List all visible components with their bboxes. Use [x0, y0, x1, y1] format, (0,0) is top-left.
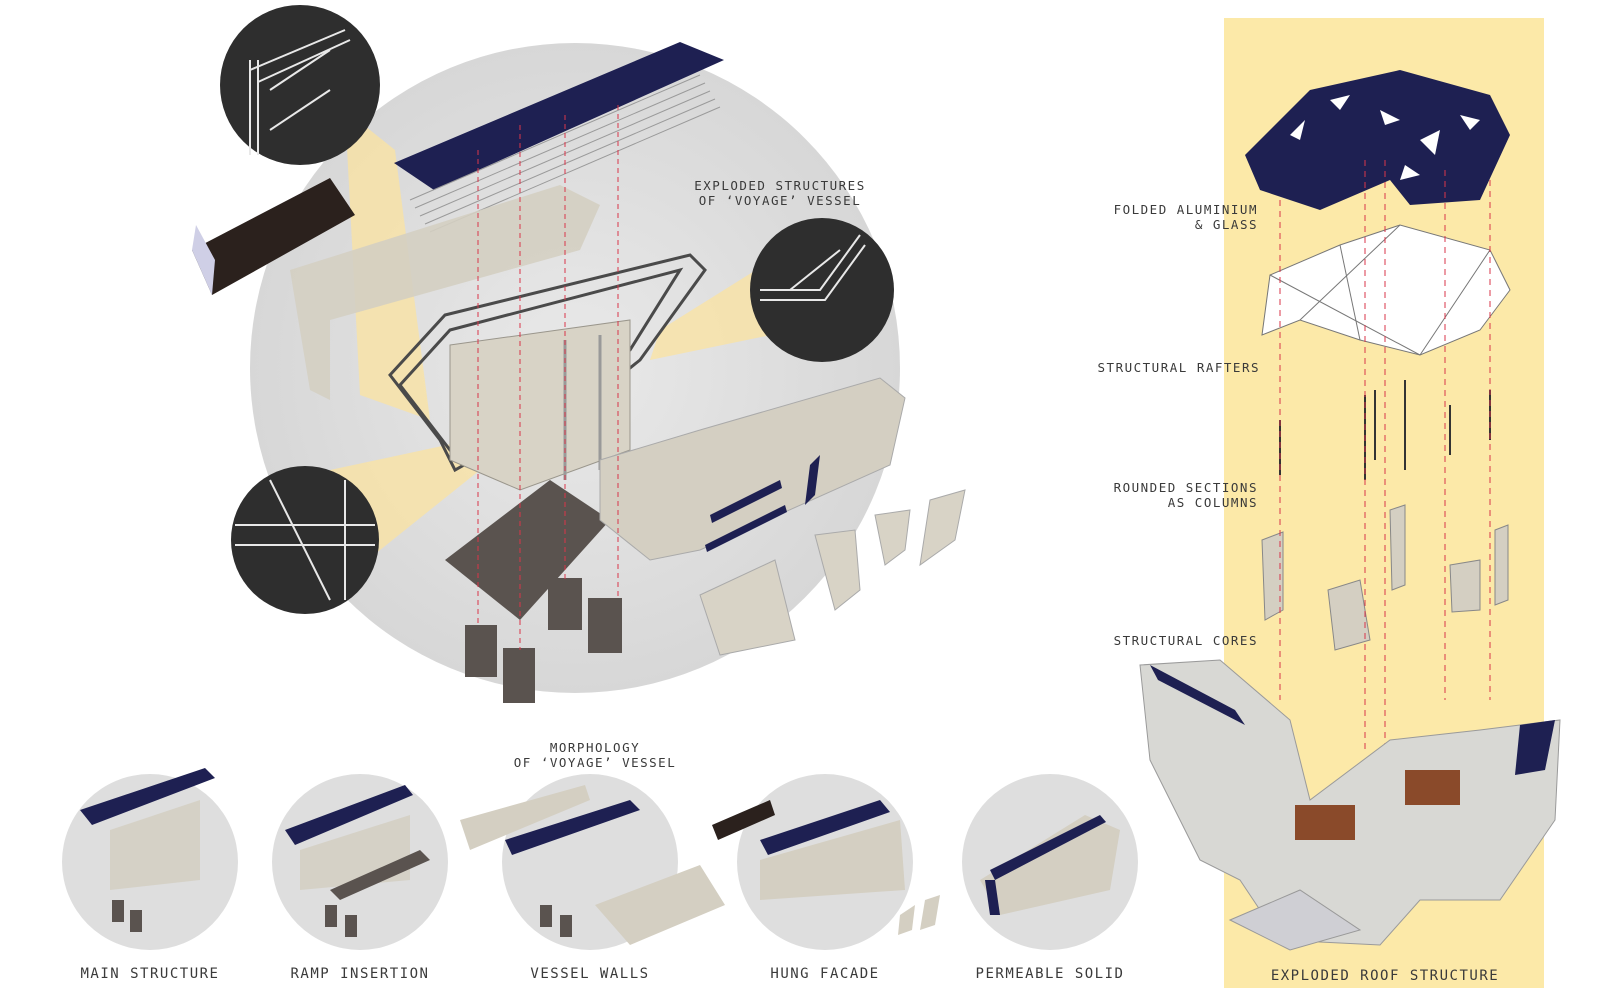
- wall-slot-2: [705, 505, 787, 552]
- structural-core-blocks: [465, 578, 622, 703]
- roof-folded-aluminium: [1245, 70, 1510, 210]
- panel-loose-2: [814, 529, 861, 611]
- truss-frame: [388, 253, 707, 473]
- platform-slab: [445, 480, 610, 620]
- roof-label-structural-rafters: STRUCTURAL RAFTERS: [1090, 360, 1260, 375]
- wall-slot-1: [710, 480, 782, 523]
- roof-glass-triangles: [1290, 95, 1480, 180]
- ramp-beam-glass: [192, 225, 215, 295]
- caption-vessel-walls: VESSEL WALLS: [530, 966, 650, 982]
- morphology-title-line1: MORPHOLOGY: [549, 740, 641, 755]
- roof-rafter-lines: [1269, 224, 1491, 356]
- roof-label-rounded-sections: ROUNDED SECTIONS AS COLUMNS: [1090, 480, 1258, 510]
- roof-label-folded-aluminium: FOLDED ALUMINIUM & GLASS: [1090, 202, 1258, 232]
- vessel-long-wall: [599, 377, 906, 561]
- morphology-title-line2: OF ‘VOYAGE’ VESSEL: [513, 755, 677, 770]
- ramp-beam: [192, 178, 355, 295]
- roof-axis-lines: [1279, 160, 1491, 750]
- axis-lines: [477, 105, 619, 650]
- wall-slot-3: [805, 455, 820, 505]
- caption-ramp-insertion: RAMP INSERTION: [290, 966, 430, 982]
- navy-roof-piece: [394, 42, 724, 190]
- morphology-title: MORPHOLOGY OF ‘VOYAGE’ VESSEL: [500, 740, 690, 770]
- roof-structural-cores: [1261, 504, 1509, 651]
- roof-base-assembly: [1139, 659, 1561, 946]
- morphology-circle-permeable-solid: [962, 774, 1138, 950]
- panel-loose-1: [699, 559, 796, 656]
- roof-label-structural-rafters-line1: STRUCTURAL RAFTERS: [1097, 360, 1260, 375]
- concrete-wall-upper: [290, 185, 600, 400]
- roof-label-structural-cores-line1: STRUCTURAL CORES: [1113, 633, 1258, 648]
- vessel-box: [449, 319, 631, 491]
- main-title-line1: EXPLODED STRUCTURES: [694, 178, 866, 193]
- morphology-circle-ramp-insertion: [272, 774, 448, 950]
- detail-circle-right: [750, 218, 894, 362]
- caption-hung-facade: HUNG FACADE: [770, 966, 880, 982]
- panel-loose-4: [919, 489, 966, 567]
- morphology-circle-main-structure: [62, 768, 238, 950]
- caption-permeable-solid: PERMEABLE SOLID: [975, 966, 1125, 982]
- roof-label-rounded-sections-line2: AS COLUMNS: [1167, 495, 1258, 510]
- roof-label-rounded-sections-line1: ROUNDED SECTIONS: [1113, 480, 1258, 495]
- detail-circle-top-left: [220, 5, 380, 165]
- caption-main-structure: MAIN STRUCTURE: [80, 966, 220, 982]
- morphology-circle-hung-facade: [712, 774, 940, 950]
- main-title: EXPLODED STRUCTURES OF ‘VOYAGE’ VESSEL: [680, 178, 880, 208]
- roof-label-folded-aluminium-line1: FOLDED ALUMINIUM: [1113, 202, 1258, 217]
- roof-base-timber-louvres: [1295, 770, 1460, 840]
- roof-label-folded-aluminium-line2: & GLASS: [1194, 217, 1258, 232]
- roof-rafter-frame: [1261, 224, 1511, 356]
- panel-loose-3: [874, 509, 911, 566]
- roof-base-navy-edge: [1150, 665, 1245, 725]
- detail-circle-bottom-left: [231, 466, 379, 614]
- main-title-line2: OF ‘VOYAGE’ VESSEL: [698, 193, 862, 208]
- morphology-circle-vessel-walls: [460, 774, 725, 950]
- roof-panel-caption: EXPLODED ROOF STRUCTURE: [1270, 968, 1500, 984]
- roof-label-structural-cores: STRUCTURAL CORES: [1090, 633, 1258, 648]
